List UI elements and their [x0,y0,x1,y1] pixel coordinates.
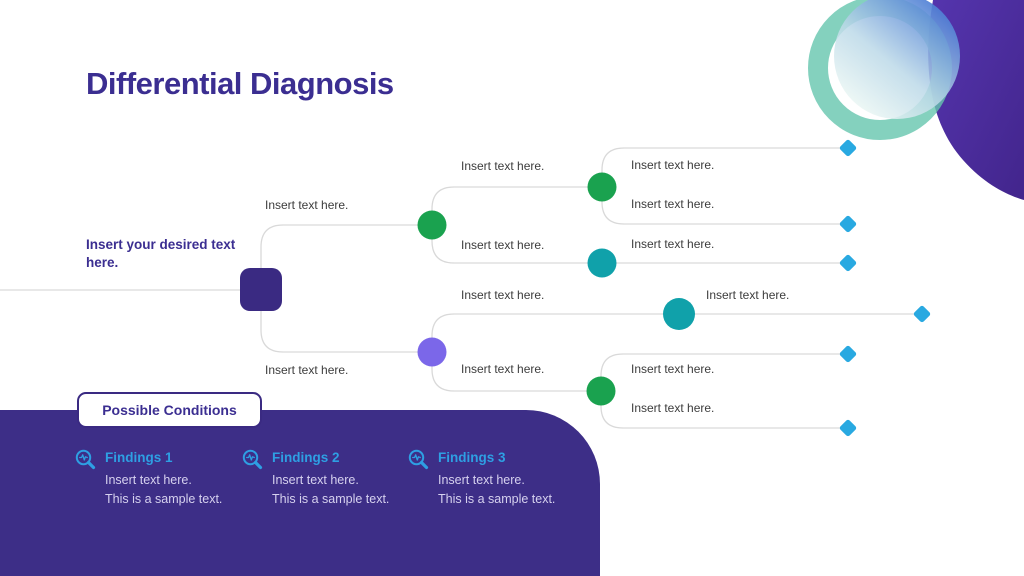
teal-node-2 [663,298,695,330]
connector-b-up [601,147,842,188]
finding-line1: Insert text here. [438,473,525,487]
intro-text: Insert your desired text here. [86,237,236,270]
endpoint-diamonds [839,139,931,437]
connector-d-down [431,351,602,392]
finding-line2: This is a sample text. [272,492,390,506]
finding-body: Insert text here. This is a sample text. [438,471,555,509]
panel-badge: Possible Conditions [77,392,262,428]
tree-label: Insert text here. [461,362,545,376]
diamond-icon [839,215,857,233]
connector-d-up [431,313,916,353]
finding-body: Insert text here. This is a sample text. [105,471,222,509]
tree-label: Insert text here. [461,288,545,302]
page-title: Differential Diagnosis [86,66,394,101]
possible-conditions-panel [0,410,600,576]
green-node-1 [417,210,447,240]
connector-root-down [260,289,433,353]
magnifier-pulse-icon [407,448,431,472]
finding-line2: This is a sample text. [105,492,223,506]
connector-a-up [431,186,603,226]
finding-heading: Findings 3 [438,450,506,465]
tree-label: Insert text here. [265,198,349,212]
tree-label: Insert text here. [461,238,545,252]
connector-a-down [431,224,603,264]
magnifier-pulse-icon [74,448,98,472]
gradient-circle-shape [834,0,960,119]
tree-label: Insert text here. [631,197,715,211]
finding-heading: Findings 2 [272,450,340,465]
connector-e-up [600,353,842,392]
diamond-icon [839,345,857,363]
finding-line2: This is a sample text. [438,492,556,506]
tree-label: Insert text here. [461,159,545,173]
teal-node-1 [587,248,617,278]
finding-body: Insert text here. This is a sample text. [272,471,389,509]
tree-label: Insert text here. [706,288,790,302]
connector-e-down [600,390,842,429]
purple-node [417,337,447,367]
tree-connectors [0,147,916,429]
finding-heading: Findings 1 [105,450,173,465]
diamond-icon [839,139,857,157]
connector-b-down [601,186,842,225]
tree-label: Insert text here. [631,362,715,376]
diamond-icon [839,419,857,437]
diamond-icon [839,254,857,272]
tree-label: Insert text here. [265,363,349,377]
magnifier-pulse-icon [241,448,265,472]
tree-label: Insert text here. [631,401,715,415]
root-node [240,268,282,311]
finding-line1: Insert text here. [272,473,359,487]
tree-label: Insert text here. [631,237,715,251]
tree-label: Insert text here. [631,158,715,172]
connector-root-up [260,224,433,291]
green-node-3 [586,376,616,406]
finding-line1: Insert text here. [105,473,192,487]
diamond-icon [913,305,931,323]
green-node-2 [587,172,617,202]
